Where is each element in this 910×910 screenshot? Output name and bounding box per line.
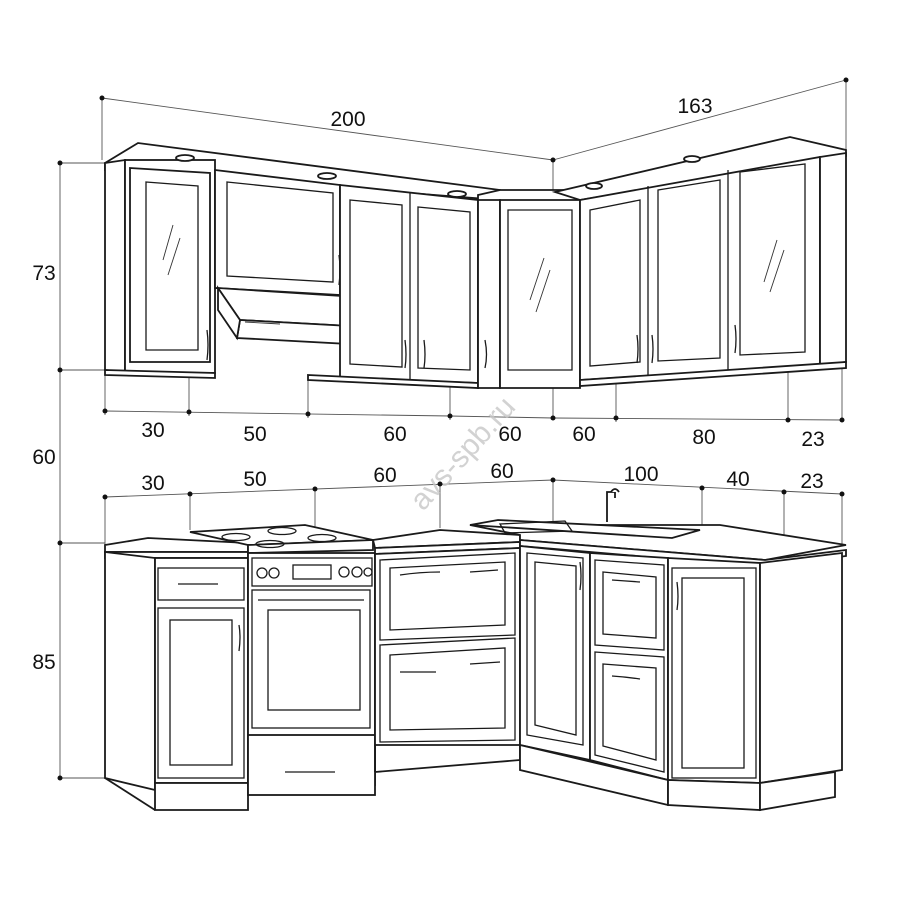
label-upper-module-2: 50	[243, 423, 266, 446]
label-upper-module-1: 30	[141, 419, 164, 442]
label-upper-module-3: 60	[383, 423, 406, 446]
label-upper-module-4: 60	[498, 423, 521, 446]
watermark: avs-spb.ru	[404, 391, 522, 517]
dimension-lines	[57, 77, 849, 781]
lower-cabinets	[104, 488, 847, 812]
label-lower-module-5: 100	[623, 463, 658, 486]
label-lower-module-6: 40	[726, 468, 749, 491]
dimension-labels: 200 163 73 60 85 30 50 60 60 60 80 23 30…	[32, 95, 824, 674]
label-lower-module-7: 23	[800, 470, 823, 493]
label-lower-module-3: 60	[373, 464, 396, 487]
label-lower-module-4: 60	[490, 460, 513, 483]
label-upper-module-5: 60	[572, 423, 595, 446]
label-upper-width-right: 163	[677, 95, 712, 118]
label-upper-width-left: 200	[330, 108, 365, 131]
label-lower-module-2: 50	[243, 468, 266, 491]
label-lower-module-1: 30	[141, 472, 164, 495]
label-upper-module-7: 23	[801, 428, 824, 451]
label-height-lower: 85	[32, 651, 55, 674]
label-height-gap: 60	[32, 446, 55, 469]
label-upper-module-6: 80	[692, 426, 715, 449]
upper-cabinets	[104, 136, 847, 389]
label-height-upper: 73	[32, 262, 55, 285]
